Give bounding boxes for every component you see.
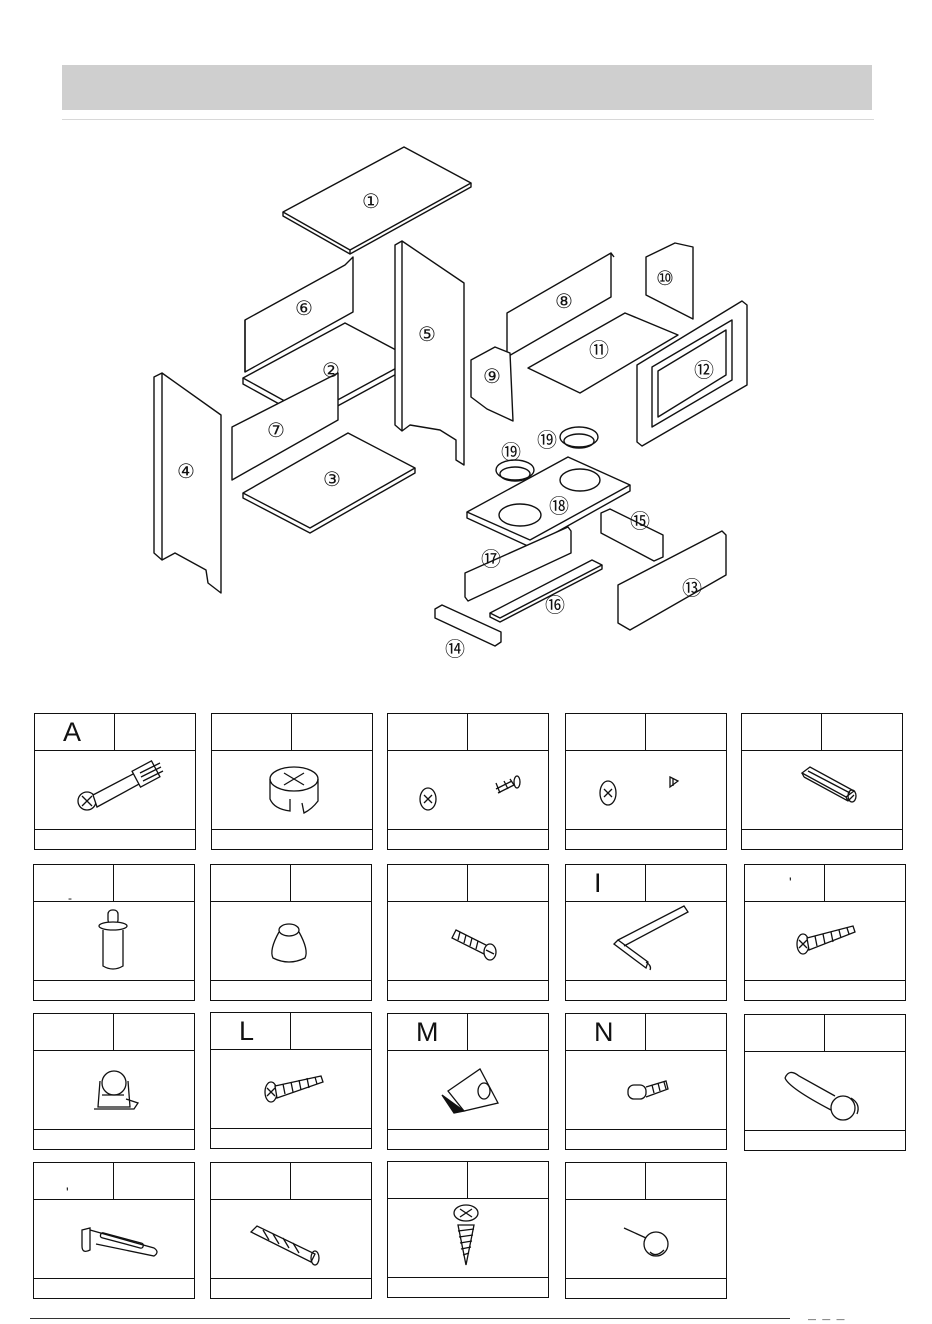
part-label-7: ⑦ — [267, 420, 285, 442]
hardware-card-a: A — [34, 713, 196, 850]
shelf-support-pin-icon — [34, 902, 194, 980]
part-label-15: ⑮ — [630, 510, 650, 533]
footer-marks: — — — — [808, 1318, 846, 1322]
wood-screw-icon — [745, 902, 905, 980]
hardware-card-n: N — [565, 1013, 727, 1150]
hardware-card-8 — [387, 864, 549, 1001]
hardware-card-3 — [387, 713, 549, 850]
hardware-card-k — [33, 1013, 195, 1150]
part-label-3: ③ — [323, 469, 341, 491]
cam-bolt-icon — [35, 751, 195, 829]
hardware-card-2 — [211, 713, 373, 850]
part-label-6: ⑥ — [295, 298, 313, 320]
allen-key-icon — [566, 902, 726, 980]
cam-lock-icon — [212, 751, 372, 829]
hardware-card-17 — [210, 1162, 372, 1299]
part-5-side-panel — [395, 241, 464, 465]
hardware-card-7 — [210, 864, 372, 1001]
hardware-card-i: I — [565, 864, 727, 1001]
caster-icon — [34, 1051, 194, 1129]
part-label-19b: ⑲ — [537, 429, 557, 452]
l-bracket-icon — [34, 1200, 194, 1278]
hardware-letter: A — [63, 717, 81, 747]
footer-rule — [30, 1318, 790, 1319]
pan-head-screw-icon — [388, 1199, 548, 1277]
wood-dowel-icon — [742, 751, 902, 829]
header-band — [62, 65, 872, 110]
part-label-11: ⑪ — [589, 339, 609, 362]
part-4-side-panel — [154, 373, 221, 593]
part-label-4: ④ — [177, 461, 195, 483]
header-divider — [62, 119, 874, 120]
part-label-14: ⑭ — [445, 638, 465, 661]
machine-screw-icon — [388, 902, 548, 980]
part-label-9: ⑨ — [483, 366, 501, 388]
part-label-18: ⑱ — [549, 495, 569, 518]
hardware-card-m: M — [387, 1013, 549, 1150]
long-wood-screw-icon — [211, 1050, 371, 1128]
shelf-pin-icon — [566, 1051, 726, 1129]
wall-anchor-icon — [211, 1200, 371, 1278]
exploded-parts-diagram: ① ② ③ ④ ⑤ ⑥ ⑦ ⑧ ⑨ ⑩ ⑪ ⑫ ⑬ ⑭ ⑮ ⑯ ⑰ ⑱ ⑲ ⑲ — [140, 135, 770, 670]
part-label-13: ⑬ — [682, 577, 702, 600]
hardware-card-4 — [565, 713, 727, 850]
part-label-5: ⑤ — [418, 324, 436, 346]
nail-glide-icon — [566, 1200, 726, 1278]
part-12-panel — [637, 301, 747, 446]
hardware-card-l: L — [210, 1012, 372, 1149]
cap-and-screw-icon — [388, 751, 548, 829]
part-label-19a: ⑲ — [501, 441, 521, 464]
part-label-16: ⑯ — [545, 594, 565, 617]
corner-bracket-icon — [388, 1051, 548, 1129]
hardware-card-6: - — [33, 864, 195, 1001]
cap-and-small-screw-icon — [566, 751, 726, 829]
hardware-card-19 — [565, 1162, 727, 1299]
part-label-1: ① — [362, 191, 380, 213]
hardware-card-5 — [741, 713, 903, 850]
hardware-card-18 — [387, 1161, 549, 1298]
part-label-2: ② — [322, 360, 340, 382]
hardware-card-16: ' — [33, 1162, 195, 1299]
hardware-card-j: ' — [744, 864, 906, 1001]
knob-icon — [211, 902, 371, 980]
part-label-8: ⑧ — [555, 291, 573, 313]
part-label-17: ⑰ — [481, 548, 501, 571]
part-label-12: ⑫ — [694, 359, 714, 382]
part-label-10: ⑩ — [656, 268, 674, 290]
handle-icon — [745, 1052, 905, 1130]
hardware-card-15 — [744, 1014, 906, 1151]
